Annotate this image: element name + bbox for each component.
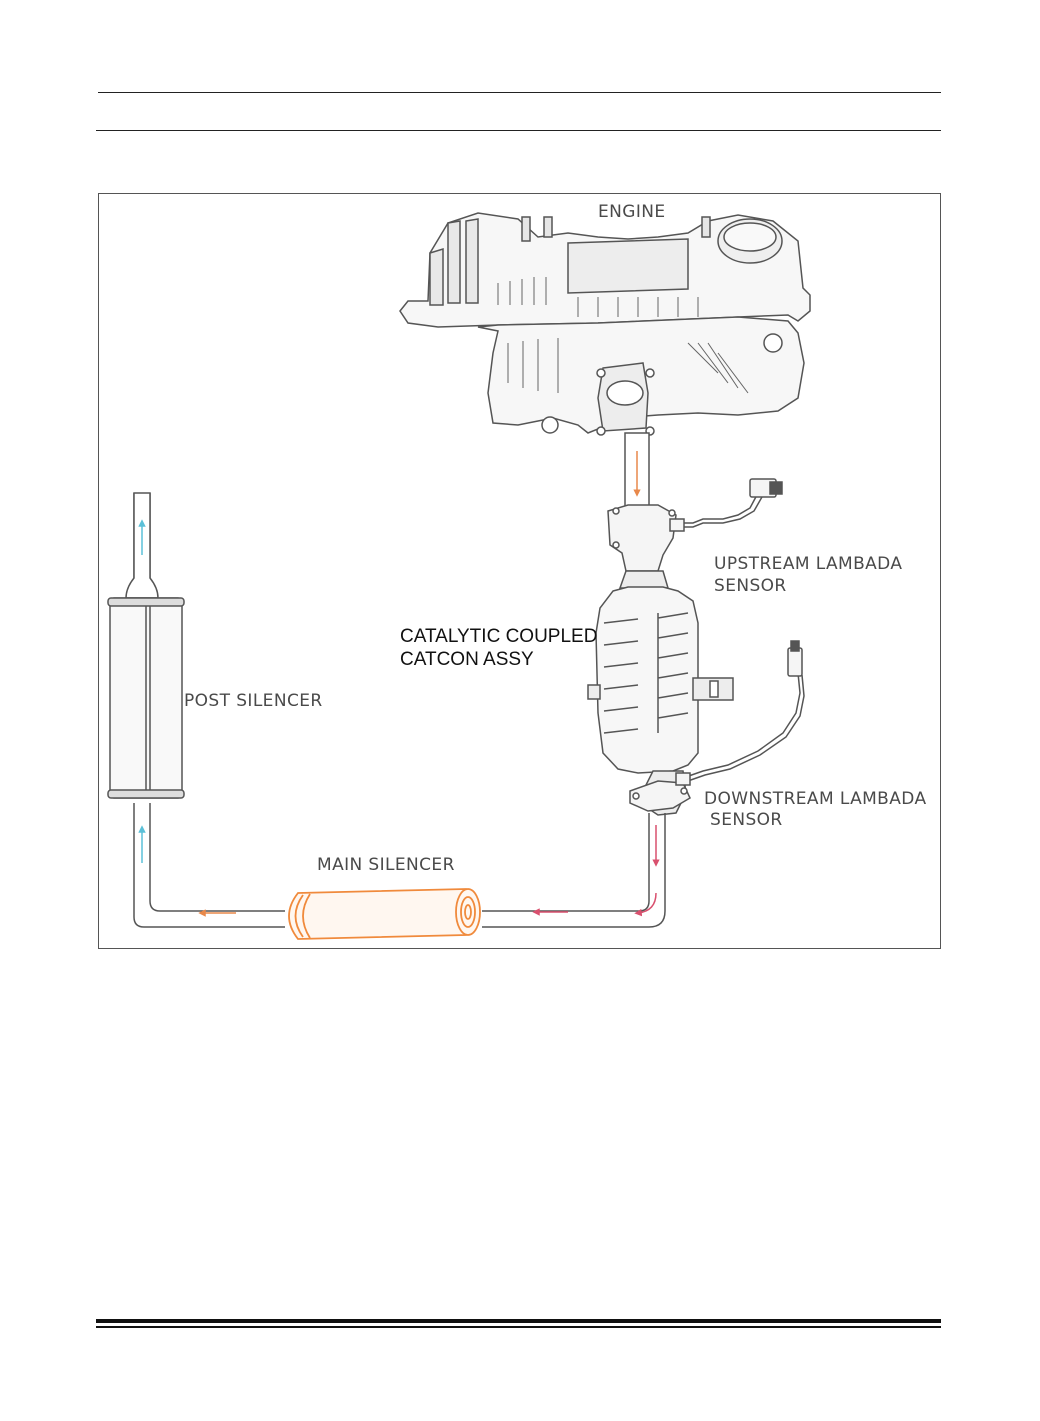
label-post-silencer: POST SILENCER [184,691,323,711]
exhaust-system-diagram [107,212,811,940]
engine-drawing [399,212,811,436]
label-main-silencer: MAIN SILENCER [317,855,455,875]
label-catcon-line2: CATCON ASSY [400,649,534,670]
upstream-sensor [669,478,783,532]
upstream-flange [607,504,677,589]
label-engine: ENGINE [598,202,666,222]
engine-ribs [497,277,749,394]
post-silencer [107,492,185,799]
flow-arrow-bend [634,892,657,917]
label-downstream-sensor-line1: DOWNSTREAM LAMBADA [704,789,927,809]
label-catcon-line1: CATALYTIC COUPLED [400,626,598,647]
downstream-flange [629,780,691,812]
header-rule-bottom [96,130,941,131]
label-upstream-sensor-line1: UPSTREAM LAMBADA [714,554,903,574]
header-rule-top [98,92,941,93]
figure-frame [98,193,941,949]
label-upstream-sensor-line2: SENSOR [714,576,787,596]
main-silencer [288,888,481,940]
label-downstream-sensor-line2: SENSOR [710,810,783,830]
downstream-sensor [675,640,805,786]
footer-rule-thin [96,1326,941,1328]
footer-rule-thick [96,1319,941,1323]
